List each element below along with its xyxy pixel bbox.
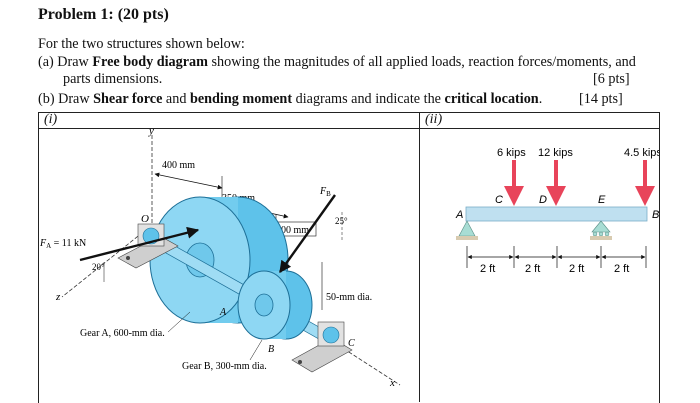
point-c-label: C xyxy=(495,194,503,206)
z-axis-line xyxy=(61,224,153,298)
force-a-arrow xyxy=(79,226,200,262)
roller-e-1 xyxy=(592,231,598,237)
angle-25-label: 25° xyxy=(335,216,348,226)
gear-b-hub xyxy=(254,293,274,317)
figure-column-divider xyxy=(419,112,420,402)
part-b-mid1: and xyxy=(162,91,190,107)
bearing-c-label: C xyxy=(348,338,355,349)
roller-support-e xyxy=(591,220,611,233)
dim-400-line xyxy=(154,172,223,190)
part-b-bold2: bending moment xyxy=(189,91,293,107)
span-label-2: 2 ft xyxy=(525,263,540,275)
point-d-label: D xyxy=(539,194,547,206)
figure-header-divider xyxy=(38,128,659,129)
intro-text: For the two structures shown below: xyxy=(38,36,245,52)
origin-label: O xyxy=(141,213,149,225)
point-a-label: A xyxy=(455,209,463,221)
panel-ii-tag: (ii) xyxy=(425,112,443,127)
span-label-3: 2 ft xyxy=(569,263,584,275)
part-b-end: . xyxy=(538,91,543,107)
part-a-bold: Free body diagram xyxy=(92,54,208,70)
z-axis-label: z xyxy=(55,291,61,303)
part-a-points: [6 pts] xyxy=(593,71,630,87)
gear-a-caption: Gear A, 600-mm dia. xyxy=(80,328,165,339)
force-b-symbol: F xyxy=(319,186,327,197)
point-e-label: E xyxy=(598,194,606,206)
gear-b-caption: Gear B, 300-mm dia. xyxy=(182,361,267,372)
part-b-points: [14 pts] xyxy=(579,91,623,107)
span-label-4: 2 ft xyxy=(614,263,629,275)
x-axis-label: x xyxy=(389,377,395,389)
part-b-text: (b) Draw Shear force and bending moment … xyxy=(38,91,542,108)
force-a-subscript: A xyxy=(46,242,51,250)
point-b-label: B xyxy=(652,209,659,221)
force-a-value: = 11 kN xyxy=(51,238,86,249)
part-a-rest: showing the magnitudes of all applied lo… xyxy=(207,54,636,70)
part-b-bold1: Shear force xyxy=(93,91,163,107)
pin-support-a xyxy=(458,220,476,237)
roller-e-3 xyxy=(604,231,610,237)
load-label-6: 6 kips xyxy=(497,147,526,159)
beam xyxy=(465,206,648,222)
load-label-4-5: 4.5 kips xyxy=(624,147,659,159)
figure-frame xyxy=(38,112,660,403)
angle-20-label: 20° xyxy=(92,262,105,272)
part-b-mid2: diagrams and indicate the xyxy=(292,91,445,107)
part-a-text: (a) Draw Free body diagram showing the m… xyxy=(38,54,636,71)
ground-a xyxy=(456,236,478,240)
dim-300-label: 300 mm xyxy=(276,225,309,236)
force-a-label: FA = 11 kN xyxy=(39,238,86,250)
panel-i-tag: (i) xyxy=(44,112,58,127)
force-b-subscript: B xyxy=(326,190,331,198)
ground-e xyxy=(590,236,612,240)
roller-e-2 xyxy=(598,231,604,237)
gear-a-leader xyxy=(167,311,191,333)
force-b-label: FB xyxy=(319,186,331,198)
shaft-dia-label: 50-mm dia. xyxy=(326,292,372,303)
part-a-line2: parts dimensions. xyxy=(63,71,163,87)
part-b-prefix: (b) Draw xyxy=(38,91,94,107)
gear-b-letter: B xyxy=(268,344,274,355)
part-a-prefix: (a) Draw xyxy=(38,54,93,70)
load-label-12: 12 kips xyxy=(538,147,573,159)
part-b-bold3: critical location xyxy=(444,91,539,107)
beam-diagram: 6 kips 12 kips 4.5 kips A B C D E 2 ft 2… xyxy=(455,147,659,275)
dim-400-label: 400 mm xyxy=(162,160,195,171)
y-axis-label: y xyxy=(148,129,154,137)
force-a-symbol: F xyxy=(39,238,47,249)
gear-b-leader xyxy=(249,339,263,361)
bearing-c xyxy=(291,321,353,373)
span-label-1: 2 ft xyxy=(480,263,495,275)
force-b-arrow xyxy=(279,194,336,273)
gear-a-letter: A xyxy=(219,307,227,318)
gear-shaft-diagram: y x z O 400 mm 350 mm 300 mm A B C FA = … xyxy=(39,129,401,389)
problem-title: Problem 1: (20 pts) xyxy=(38,6,169,23)
